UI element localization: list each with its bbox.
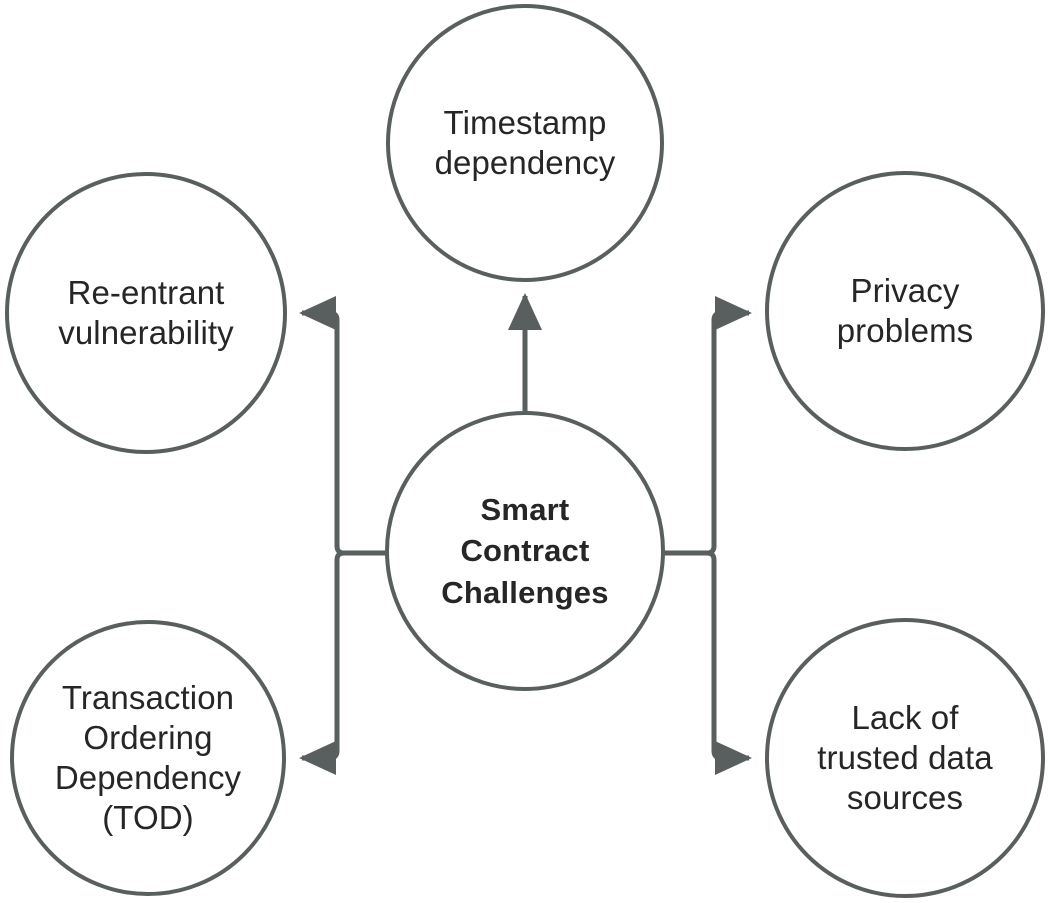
connector-center-to-tod	[299, 550, 345, 776]
node-timestamp-dependency[interactable]: Timestamp dependency	[386, 4, 664, 282]
node-smart-contract-challenges[interactable]: Smart Contract Challenges	[385, 411, 665, 691]
connector-center-to-trusted-data	[706, 550, 752, 776]
node-privacy-problems-label: Privacy problems	[836, 271, 974, 349]
connector-center-to-privacy	[706, 295, 752, 556]
connector-center-to-re-entrant	[299, 295, 345, 556]
node-timestamp-dependency-label: Timestamp dependency	[434, 103, 616, 181]
node-transaction-ordering-dependency-label: Transaction Ordering Dependency (TOD)	[54, 678, 242, 837]
node-smart-contract-challenges-label: Smart Contract Challenges	[441, 492, 609, 610]
node-privacy-problems[interactable]: Privacy problems	[765, 171, 1045, 451]
node-re-entrant-vulnerability-label: Re-entrant vulnerability	[58, 273, 234, 351]
node-transaction-ordering-dependency[interactable]: Transaction Ordering Dependency (TOD)	[10, 620, 286, 896]
node-lack-of-trusted-data-sources[interactable]: Lack of trusted data sources	[765, 618, 1045, 898]
node-re-entrant-vulnerability[interactable]: Re-entrant vulnerability	[5, 172, 287, 454]
node-lack-of-trusted-data-sources-label: Lack of trusted data sources	[817, 698, 993, 817]
